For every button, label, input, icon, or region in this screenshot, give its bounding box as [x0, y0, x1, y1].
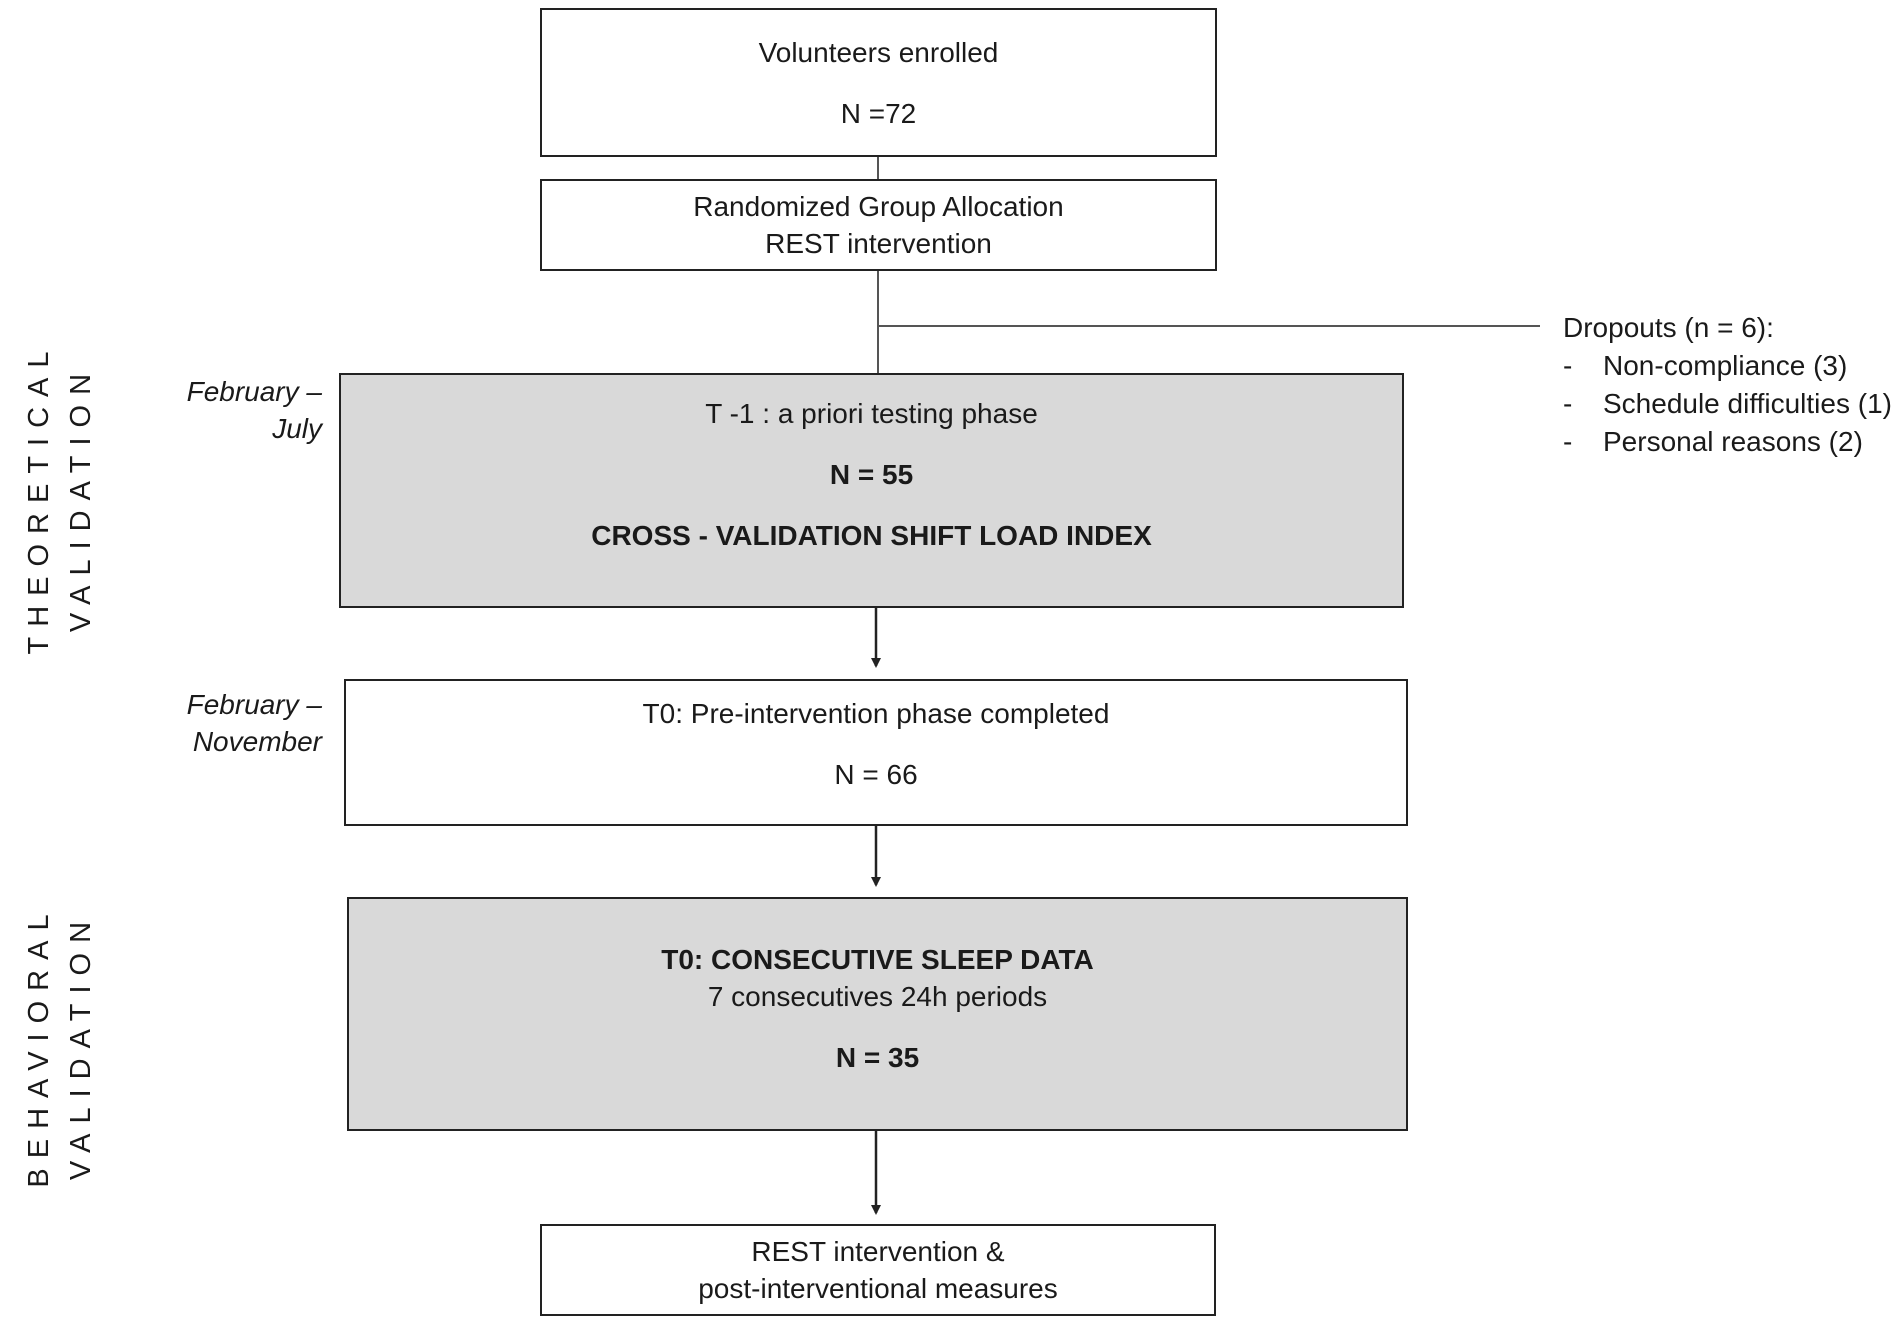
t0-pre-intervention-box: T0: Pre-intervention phase completed N =… — [344, 679, 1408, 826]
dropout-dash: - — [1563, 388, 1573, 419]
date-second-line1: February – — [186, 689, 322, 720]
enrolled-title: Volunteers enrolled — [758, 37, 999, 68]
dropout-item: - Schedule difficulties (1) — [1563, 385, 1892, 423]
dropout-label: Non-compliance (3) — [1603, 350, 1848, 381]
rest-intervention-final-box: REST intervention & post-interventional … — [540, 1224, 1216, 1316]
date-first-line1: February – — [186, 376, 322, 407]
t0pre-title: T0: Pre-intervention phase completed — [642, 698, 1110, 729]
dropouts-list: Dropouts (n = 6): - Non-compliance (3) -… — [1563, 309, 1892, 461]
sleep-subtitle: 7 consecutives 24h periods — [707, 981, 1048, 1012]
date-range-second: February – November — [62, 686, 322, 760]
behavioral-validation-label: BEHAVIORAL VALIDATION — [18, 876, 102, 1216]
tminus1-subtitle: CROSS - VALIDATION SHIFT LOAD INDEX — [591, 520, 1152, 551]
t0-sleep-data-box: T0: CONSECUTIVE SLEEP DATA 7 consecutive… — [347, 897, 1408, 1131]
theoretical-validation-label: THEORETICAL VALIDATION — [18, 328, 102, 668]
randomized-allocation-box: Randomized Group Allocation REST interve… — [540, 179, 1217, 271]
theoretical-line1: THEORETICAL — [23, 341, 55, 655]
t0pre-count: N = 66 — [834, 759, 918, 790]
tminus1-testing-box: T -1 : a priori testing phase N = 55 CRO… — [339, 373, 1404, 608]
dropout-item: - Personal reasons (2) — [1563, 423, 1892, 461]
dropout-dash: - — [1563, 350, 1573, 381]
volunteers-enrolled-box: Volunteers enrolled N =72 — [540, 8, 1217, 157]
sleep-title: T0: CONSECUTIVE SLEEP DATA — [661, 944, 1094, 975]
date-second-line2: November — [192, 726, 322, 757]
tminus1-count: N = 55 — [829, 459, 914, 490]
final-line2: post-interventional measures — [698, 1273, 1058, 1304]
date-range-first: February – July — [62, 373, 322, 447]
theoretical-line2: VALIDATION — [65, 363, 97, 633]
dropout-item: - Non-compliance (3) — [1563, 347, 1892, 385]
dropout-label: Schedule difficulties (1) — [1603, 388, 1892, 419]
dropout-dash: - — [1563, 426, 1573, 457]
sleep-count: N = 35 — [835, 1042, 920, 1073]
randomized-line1: Randomized Group Allocation — [693, 191, 1064, 222]
enrolled-count: N =72 — [840, 98, 917, 129]
dropouts-title: Dropouts (n = 6): — [1563, 312, 1774, 343]
randomized-line2: REST intervention — [765, 228, 992, 259]
tminus1-title: T -1 : a priori testing phase — [705, 398, 1038, 429]
dropout-label: Personal reasons (2) — [1603, 426, 1863, 457]
final-line1: REST intervention & — [751, 1236, 1005, 1267]
behavioral-line2: VALIDATION — [65, 911, 97, 1181]
date-first-line2: July — [272, 413, 322, 444]
behavioral-line1: BEHAVIORAL — [23, 904, 55, 1188]
